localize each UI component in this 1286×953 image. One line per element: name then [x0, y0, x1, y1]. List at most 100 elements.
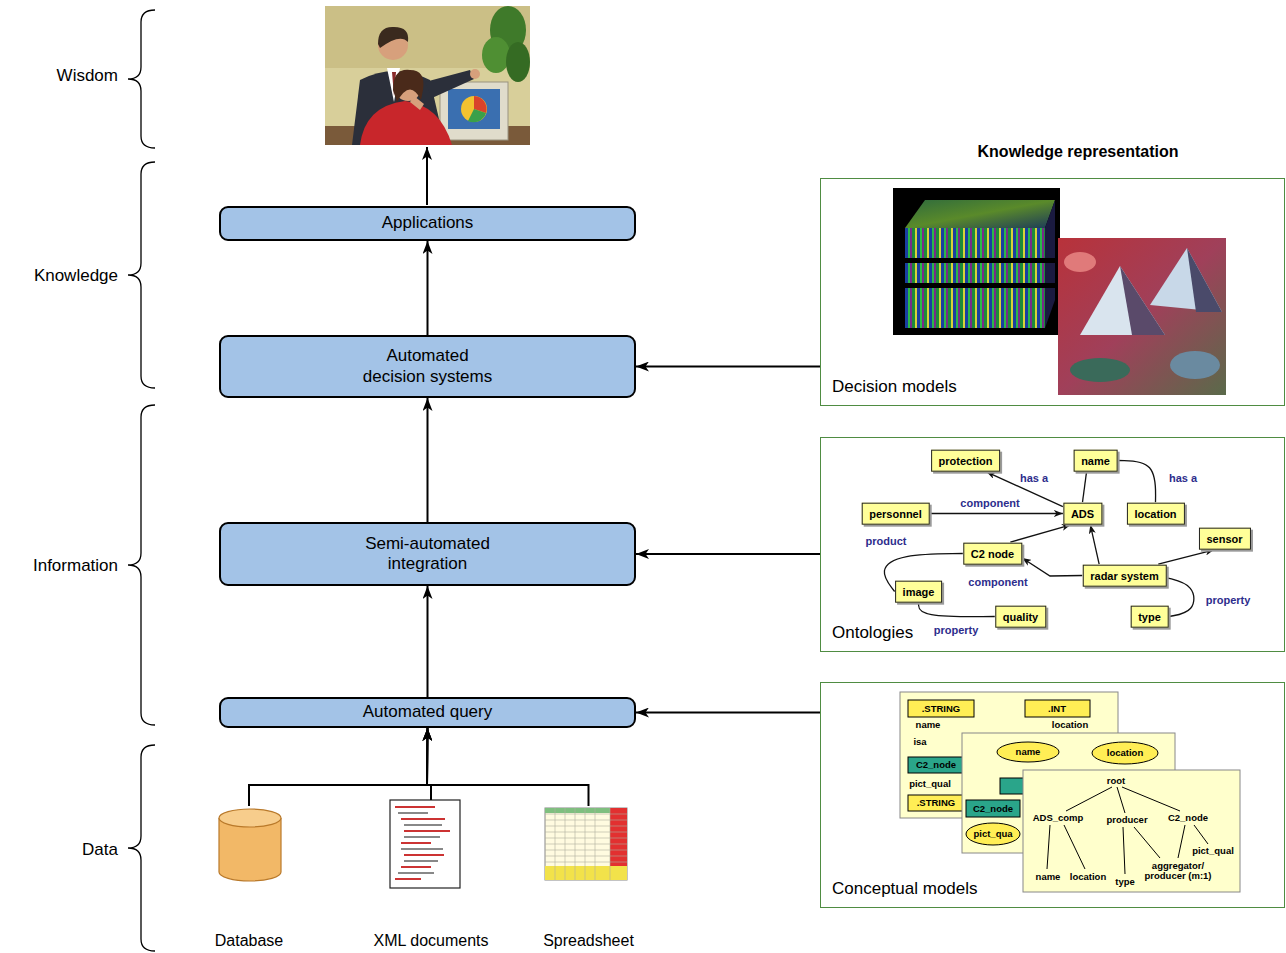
database-icon — [219, 809, 281, 881]
xml-document-icon — [398, 872, 434, 874]
office-photo — [393, 70, 423, 102]
office-photo — [461, 96, 487, 122]
data-source: Spreadsheet — [535, 806, 642, 950]
source-label: XML documents — [373, 932, 488, 950]
xml-document-icon — [390, 800, 460, 888]
spreadsheet-icon — [545, 808, 627, 880]
hyperspectral-cube — [893, 188, 1060, 335]
relation-line — [1167, 578, 1194, 617]
concept-label: protection — [939, 454, 993, 467]
xml-document-icon — [390, 800, 460, 888]
office-photo — [506, 42, 530, 82]
volcano-image — [1064, 252, 1096, 272]
concept-label: location — [1134, 507, 1176, 520]
level-label: Information — [33, 556, 118, 576]
hyperspectral-cube — [905, 283, 1055, 288]
office-photo — [448, 89, 500, 129]
model-label: pict_qual — [909, 779, 951, 789]
flow-arrow — [427, 241, 429, 335]
xml-document-icon — [404, 830, 450, 832]
box-label: Automated query — [363, 702, 492, 722]
process-box: Automated query — [219, 697, 636, 728]
conceptual-model-cards — [1178, 825, 1185, 858]
concept-box: protection — [931, 449, 1001, 472]
office-photo — [440, 82, 508, 140]
conceptual-model-cards — [1117, 787, 1125, 813]
bracket — [128, 405, 155, 725]
concept-box: radar system — [1082, 564, 1167, 587]
flow-arrow — [427, 586, 429, 697]
model-label: ADS_comp — [1033, 813, 1084, 823]
flow-arrow — [636, 712, 820, 714]
concept-box: quality — [995, 605, 1046, 628]
office-photo — [482, 37, 510, 73]
office-photo — [325, 6, 530, 145]
concept-label: ADS — [1071, 507, 1094, 520]
relation-line — [1158, 550, 1214, 564]
relation-label: product — [864, 535, 909, 547]
xml-document-icon — [401, 848, 443, 850]
xml-document-icon — [395, 878, 421, 880]
office-photo — [378, 27, 408, 48]
relation-label: has a — [1167, 472, 1199, 484]
model-label: C2_node — [1168, 813, 1208, 823]
concept-label: image — [903, 585, 935, 598]
office-photo — [468, 109, 486, 122]
model-label: producer — [1106, 815, 1147, 825]
panel-title: Decision models — [832, 377, 957, 397]
hyperspectral-cube — [905, 228, 1045, 328]
conceptual-model-cards — [1064, 825, 1085, 869]
model-label: C2_node — [973, 803, 1013, 813]
xml-document-icon — [404, 854, 444, 856]
conceptual-model-cards — [900, 692, 1240, 892]
section-heading: Knowledge representation — [978, 142, 1179, 161]
concept-box: location — [1126, 502, 1184, 525]
bracket — [128, 745, 155, 951]
source-label: Database — [215, 932, 284, 950]
xml-document-icon — [395, 806, 435, 808]
spreadsheet-icon — [545, 808, 627, 880]
conceptual-model-cards — [1123, 827, 1125, 874]
office-photo — [325, 6, 530, 145]
model-label: .STRING — [922, 703, 961, 713]
conceptual-model-cards — [1047, 825, 1050, 869]
volcano-image — [1058, 238, 1226, 395]
model-label: .STRING — [917, 798, 956, 808]
model-label: C2_node — [916, 760, 956, 770]
panel-title: Conceptual models — [832, 879, 978, 899]
concept-label: C2 node — [971, 547, 1014, 560]
xml-document-icon — [398, 812, 428, 814]
concept-label: personnel — [869, 507, 922, 520]
volcano-image — [1080, 266, 1165, 335]
xml-document-icon — [404, 824, 442, 826]
relation-label: component — [958, 497, 1021, 509]
model-label: root — [1107, 776, 1125, 786]
process-box: Semi-automated integration — [219, 522, 636, 586]
database-icon — [219, 809, 281, 827]
concept-label: type — [1138, 610, 1161, 623]
office-photo — [470, 69, 480, 79]
relation-label: property — [1204, 594, 1253, 606]
conceptual-model-cards — [1092, 742, 1158, 764]
flow-arrow — [427, 728, 589, 806]
hyperspectral-cube — [1045, 200, 1055, 328]
bracket — [128, 10, 155, 951]
data-source: XML documents — [365, 800, 497, 950]
flow-arrow — [636, 366, 820, 368]
relation-line — [930, 513, 1063, 514]
hyperspectral-cube — [893, 188, 1060, 335]
relation-line — [1118, 461, 1156, 503]
panel-title: Ontologies — [832, 623, 913, 643]
model-label: .INT — [1048, 703, 1066, 713]
volcano-image — [1058, 238, 1226, 395]
xml-document-icon — [401, 818, 445, 820]
hyperspectral-cube — [905, 200, 1055, 228]
relation-line — [1083, 472, 1087, 502]
model-label: location — [1070, 872, 1106, 882]
relation-line — [1022, 558, 1082, 576]
conceptual-model-cards — [1025, 700, 1090, 717]
